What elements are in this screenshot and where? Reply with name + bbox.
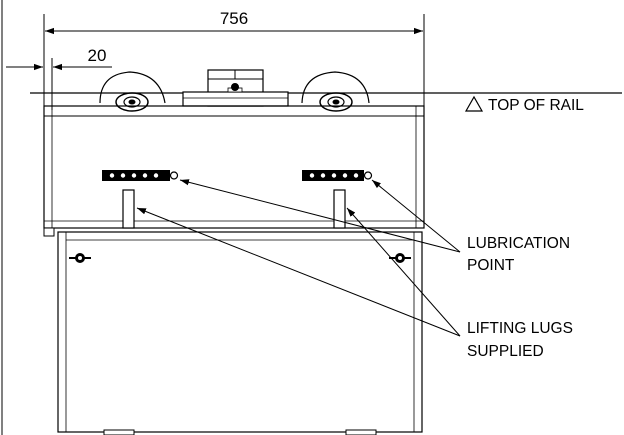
dimension-text-20: 20 xyxy=(88,46,107,65)
lifting-lug-left xyxy=(122,189,135,229)
lifting-lugs-label-line2: SUPPLIED xyxy=(467,343,544,360)
triangle-datum-icon xyxy=(464,95,484,112)
leader-lubrication-right xyxy=(371,179,461,253)
latch-left xyxy=(69,253,91,263)
dimension-756: 756 xyxy=(43,9,425,110)
lubrication-bar-right xyxy=(302,170,373,181)
foot-left xyxy=(103,429,135,435)
leader-lubrication-left xyxy=(179,179,461,253)
lubrication-label-line2: POINT xyxy=(467,257,515,274)
wheel-left xyxy=(99,71,166,112)
lifting-lugs-label-line1: LIFTING LUGS xyxy=(467,320,573,337)
body-corner-detail xyxy=(43,227,55,237)
leader-lifting-right xyxy=(346,207,461,337)
dimension-text-756: 756 xyxy=(220,9,248,28)
center-drive-block xyxy=(182,69,289,107)
trolley-body xyxy=(43,105,425,229)
center-pivot xyxy=(231,83,239,91)
foot-right xyxy=(345,429,377,435)
lifting-lug-right xyxy=(333,189,346,229)
lower-housing xyxy=(57,231,423,433)
leader-lifting-left xyxy=(136,207,461,337)
latch-right xyxy=(389,253,411,263)
top-of-rail-label: TOP OF RAIL xyxy=(488,97,584,114)
wheel-right xyxy=(301,71,370,112)
lubrication-label-line1: LUBRICATION xyxy=(467,235,570,252)
lubrication-bar-left xyxy=(102,170,179,181)
dimension-20: 20 xyxy=(6,46,112,110)
